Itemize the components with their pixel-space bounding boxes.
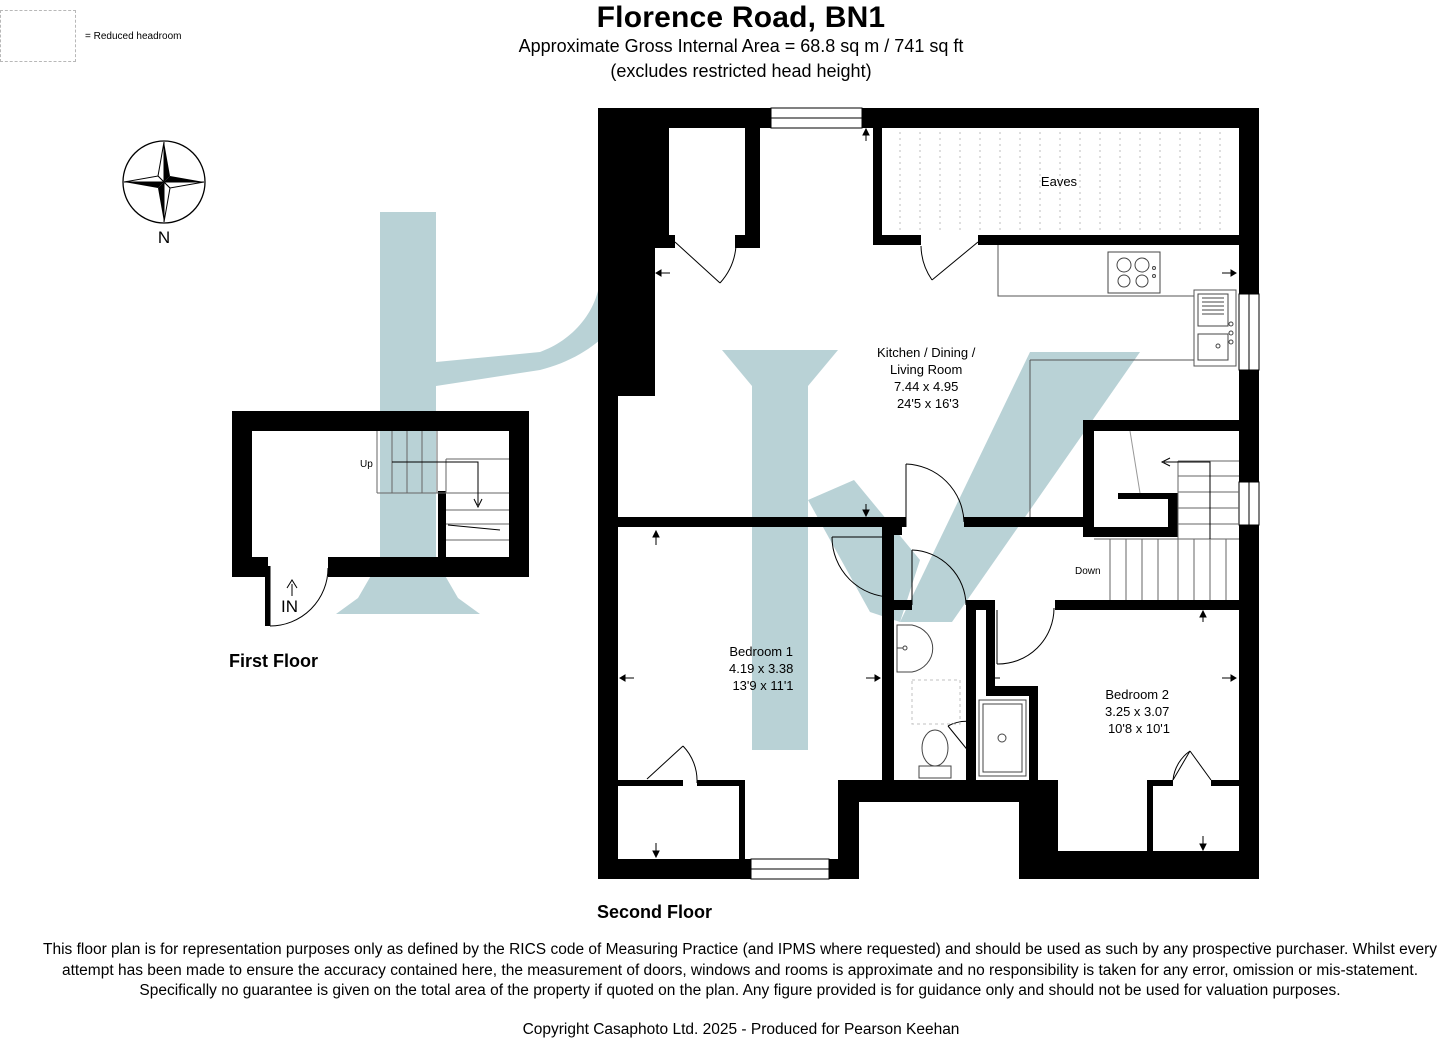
room-kitchen-label: Kitchen / Dining / Living Room 7.44 x 4.… — [877, 345, 979, 411]
reduced-headroom-bathroom — [911, 679, 961, 725]
first-floor-stairs — [376, 431, 509, 541]
basin-icon — [896, 624, 934, 673]
bedroom2-metric: 3.25 x 3.07 — [1105, 704, 1169, 719]
shower-tray-icon — [978, 699, 1027, 777]
doors — [646, 241, 1212, 784]
compass-north-label: N — [158, 228, 170, 247]
stairs-down-label: Down — [1075, 566, 1101, 577]
kitchen-metric: 7.44 x 4.95 — [894, 379, 958, 394]
copyright-text: Copyright Casaphoto Ltd. 2025 - Produced… — [522, 1021, 960, 1038]
plan-title: Florence Road, BN1 — [596, 1, 886, 34]
reduced-headroom-label: = Reduced headroom — [85, 31, 182, 42]
room-bedroom2-label: Bedroom 2 3.25 x 3.07 10'8 x 10'1 — [1105, 687, 1173, 736]
kitchen-name-line1: Kitchen / Dining / — [877, 345, 976, 360]
eaves-label: Eaves — [1041, 174, 1078, 189]
bedroom1-metric: 4.19 x 3.38 — [729, 661, 793, 676]
stairs-up-label: Up — [360, 459, 373, 470]
second-floor-walls — [598, 108, 1259, 879]
gross-area-subtitle: Approximate Gross Internal Area = 68.8 s… — [518, 36, 964, 56]
eaves-area — [899, 132, 1221, 232]
hob-icon — [1107, 251, 1161, 294]
reduced-headroom-swatch — [0, 10, 76, 62]
kitchen-imperial: 24'5 x 16'3 — [897, 396, 959, 411]
entrance-door[interactable] — [269, 566, 329, 627]
toilet-icon — [918, 729, 952, 779]
headroom-note: (excludes restricted head height) — [610, 61, 872, 81]
disclaimer-text: This floor plan is for representation pu… — [42, 941, 1438, 999]
first-floor-label: First Floor — [229, 651, 318, 671]
sink-icon — [1197, 293, 1234, 361]
kitchen-fittings — [997, 245, 1237, 517]
bedroom1-name: Bedroom 1 — [729, 644, 793, 659]
room-bedroom1-label: Bedroom 1 4.19 x 3.38 13'9 x 11'1 — [729, 644, 797, 693]
bedroom2-name: Bedroom 2 — [1105, 687, 1169, 702]
kitchen-name-line2: Living Room — [890, 362, 962, 377]
compass-rose — [122, 140, 206, 224]
second-floor-stairs — [1094, 430, 1239, 600]
windows — [750, 107, 1260, 880]
first-floor-walls — [232, 411, 529, 626]
bedroom2-imperial: 10'8 x 10'1 — [1108, 721, 1170, 736]
bedroom1-imperial: 13'9 x 11'1 — [732, 678, 793, 693]
dimension-markers — [619, 127, 1237, 859]
second-floor-label: Second Floor — [597, 902, 713, 922]
entrance-label: IN — [281, 597, 298, 616]
